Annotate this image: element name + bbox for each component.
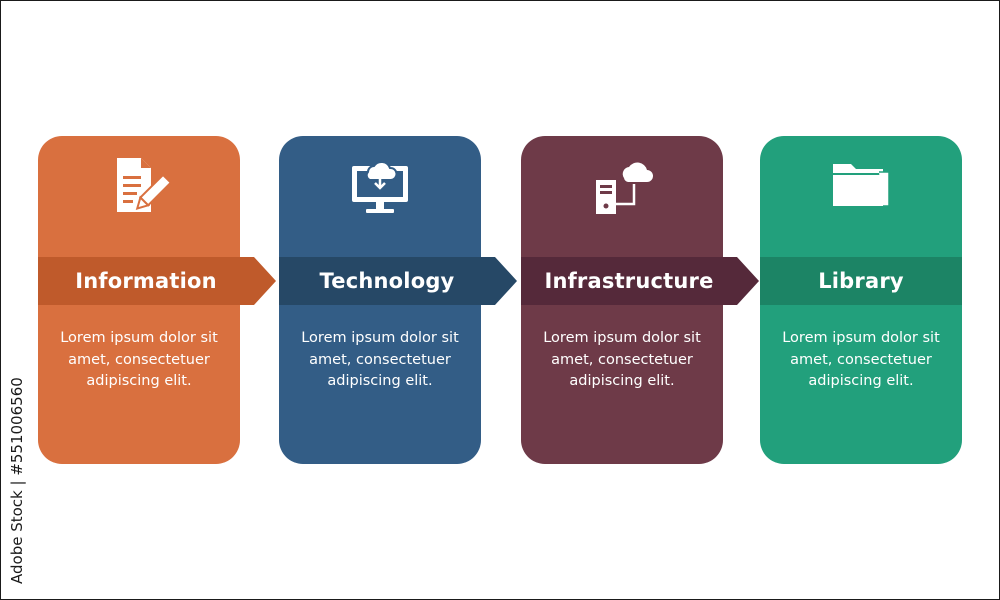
step-description-information: Lorem ipsum dolor sit amet, consectetuer…	[38, 328, 240, 393]
step-label-infrastructure: Infrastructure	[521, 257, 759, 305]
description-line: amet, consectetuer	[790, 351, 932, 368]
step-label-technology: Technology	[279, 257, 517, 305]
step-description-technology: Lorem ipsum dolor sit amet, consectetuer…	[279, 328, 481, 393]
step-description-infrastructure: Lorem ipsum dolor sit amet, consectetuer…	[521, 328, 723, 393]
description-line: Lorem ipsum dolor sit	[543, 330, 701, 346]
document-pencil-icon	[38, 154, 240, 218]
description-line: adipiscing elit.	[327, 373, 433, 389]
description-line: Lorem ipsum dolor sit	[782, 330, 940, 346]
step-label-information: Information	[38, 257, 276, 305]
step-title: Information	[75, 269, 217, 293]
step-description-library: Lorem ipsum dolor sit amet, consectetuer…	[760, 328, 962, 393]
description-line: amet, consectetuer	[309, 351, 451, 368]
step-title: Infrastructure	[544, 269, 714, 293]
arrow-right-icon	[737, 257, 759, 305]
description-line: adipiscing elit.	[569, 373, 675, 389]
step-title: Library	[818, 269, 904, 293]
arrow-right-icon	[254, 257, 276, 305]
description-line: amet, consectetuer	[551, 351, 693, 368]
cloud-monitor-icon	[279, 154, 481, 218]
description-line: adipiscing elit.	[808, 373, 914, 389]
step-title: Technology	[319, 269, 455, 293]
description-line: adipiscing elit.	[86, 373, 192, 389]
step-label-library: Library	[760, 257, 962, 305]
stock-id-label: Adobe Stock | #551006560	[8, 377, 26, 584]
description-line: Lorem ipsum dolor sit	[60, 330, 218, 346]
description-line: Lorem ipsum dolor sit	[301, 330, 459, 346]
arrow-right-icon	[495, 257, 517, 305]
description-line: amet, consectetuer	[68, 351, 210, 368]
server-cloud-icon	[521, 154, 723, 218]
folder-icon	[760, 154, 962, 218]
